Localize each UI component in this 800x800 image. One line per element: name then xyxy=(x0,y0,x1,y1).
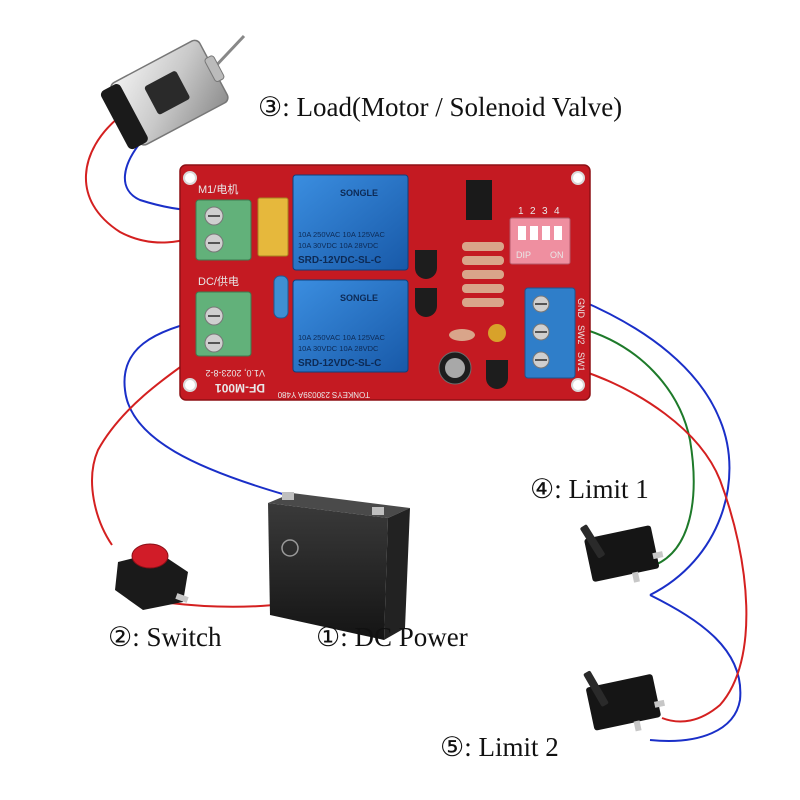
pcb-board: M1/电机 DC/供电 SONGLE 10A 250VAC 10A 125VAC… xyxy=(179,164,591,401)
limit-1-pin xyxy=(631,571,640,583)
relay-2-model: SRD-12VDC-SL-C xyxy=(298,358,381,369)
resistor-array xyxy=(462,242,504,307)
yellow-capacitor xyxy=(257,197,289,257)
board-model: DF-M001 xyxy=(215,381,265,395)
limit1-label: ④: Limit 1 xyxy=(530,474,649,505)
j1-label: DC/供电 xyxy=(198,274,239,288)
relay-2-rating-1: 10A 250VAC 10A 125VAC xyxy=(298,333,385,342)
relay-1-brand: SONGLE xyxy=(340,188,378,198)
terminal-label-gnd: GND xyxy=(576,298,586,319)
dc-power-number: ① xyxy=(316,622,341,652)
limit2-label: ⑤: Limit 2 xyxy=(440,732,559,763)
motor-window xyxy=(144,71,190,115)
sw2-green-wire xyxy=(579,327,695,566)
terminal-label-sw2: SW2 xyxy=(576,325,586,345)
gnd-blue-wire xyxy=(579,299,731,596)
switch-button xyxy=(131,543,169,569)
small-capacitor xyxy=(488,324,506,342)
limit-2-lever xyxy=(583,670,609,707)
dip-on-label: ON xyxy=(550,250,564,260)
battery-terminal-positive xyxy=(372,507,384,515)
relay-2-brand: SONGLE xyxy=(340,293,378,303)
dc-power-label: ①: DC Power xyxy=(316,622,468,653)
relay-1-rating-2: 10A 30VDC 10A 28VDC xyxy=(298,241,379,250)
limit-switch-1 xyxy=(580,524,664,583)
relay-1 xyxy=(292,174,409,271)
limit-switch-2 xyxy=(583,670,666,732)
recycle-icon xyxy=(281,539,299,557)
battery-front xyxy=(268,503,388,640)
transistor xyxy=(415,288,437,317)
transistor xyxy=(486,360,508,389)
limit1-text: : Limit 1 xyxy=(554,474,649,504)
j1-terminal xyxy=(195,291,252,357)
terminal-label-sw1: SW1 xyxy=(576,352,586,372)
switch-body xyxy=(115,552,188,610)
load-text: : Load(Motor / Solenoid Valve) xyxy=(282,92,623,122)
board-brand: TONKEYS xyxy=(332,390,370,399)
switch-lug xyxy=(175,593,189,603)
switch-number: ② xyxy=(108,622,133,652)
relay-1-rating-1: 10A 250VAC 10A 125VAC xyxy=(298,230,385,239)
limit-2-pin xyxy=(653,699,666,708)
gnd-blue-wire-2 xyxy=(649,594,742,742)
motor xyxy=(100,34,246,150)
motor-bearing xyxy=(204,55,225,82)
battery-terminal-negative xyxy=(282,492,294,500)
limit1-number: ④ xyxy=(530,474,555,504)
dip-number-4: 4 xyxy=(554,206,560,217)
limit-1-pin xyxy=(652,551,664,560)
limit-2-pin xyxy=(633,720,642,732)
motor-endcap xyxy=(100,84,148,150)
power-red-wire xyxy=(91,344,213,546)
relay-2-rating-2: 10A 30VDC 10A 28VDC xyxy=(298,344,379,353)
board-version: V1.0, 2023-8-2 xyxy=(205,368,265,378)
mount-hole xyxy=(183,171,197,185)
dip-number-1: 1 xyxy=(518,206,524,217)
switch-label: ②: Switch xyxy=(108,622,221,653)
push-switch xyxy=(115,543,189,610)
load-label: ③: Load(Motor / Solenoid Valve) xyxy=(258,92,622,123)
limit-2-body xyxy=(586,674,661,731)
mount-hole xyxy=(571,378,585,392)
limit-1-body xyxy=(584,525,660,582)
limit2-text: : Limit 2 xyxy=(464,732,559,762)
relay-1-model: SRD-12VDC-SL-C xyxy=(298,255,381,266)
j2-terminal xyxy=(195,199,252,261)
dc-power-text: : DC Power xyxy=(340,622,468,652)
mount-hole xyxy=(183,378,197,392)
power-blue-wire xyxy=(123,317,287,496)
load-number: ③ xyxy=(258,92,283,122)
board-date-code: 230039A Y480 xyxy=(277,390,330,399)
j2-label: M1/电机 xyxy=(198,182,238,196)
ic-chip xyxy=(466,180,492,220)
dip-number-2: 2 xyxy=(530,206,536,217)
blue-resistor xyxy=(273,275,289,319)
mount-hole xyxy=(571,171,585,185)
battery-side xyxy=(384,508,410,640)
small-capacitor xyxy=(449,329,475,341)
limit-1-lever xyxy=(580,524,605,559)
dip-label: DIP xyxy=(516,250,531,260)
dip-number-3: 3 xyxy=(542,206,548,217)
battery xyxy=(268,492,410,640)
transistor xyxy=(415,250,437,279)
switch-text: : Switch xyxy=(132,622,222,652)
limit-terminal xyxy=(524,287,576,379)
limit2-number: ⑤ xyxy=(440,732,465,762)
relay-2 xyxy=(292,279,409,373)
sw1-red-wire xyxy=(579,369,748,723)
